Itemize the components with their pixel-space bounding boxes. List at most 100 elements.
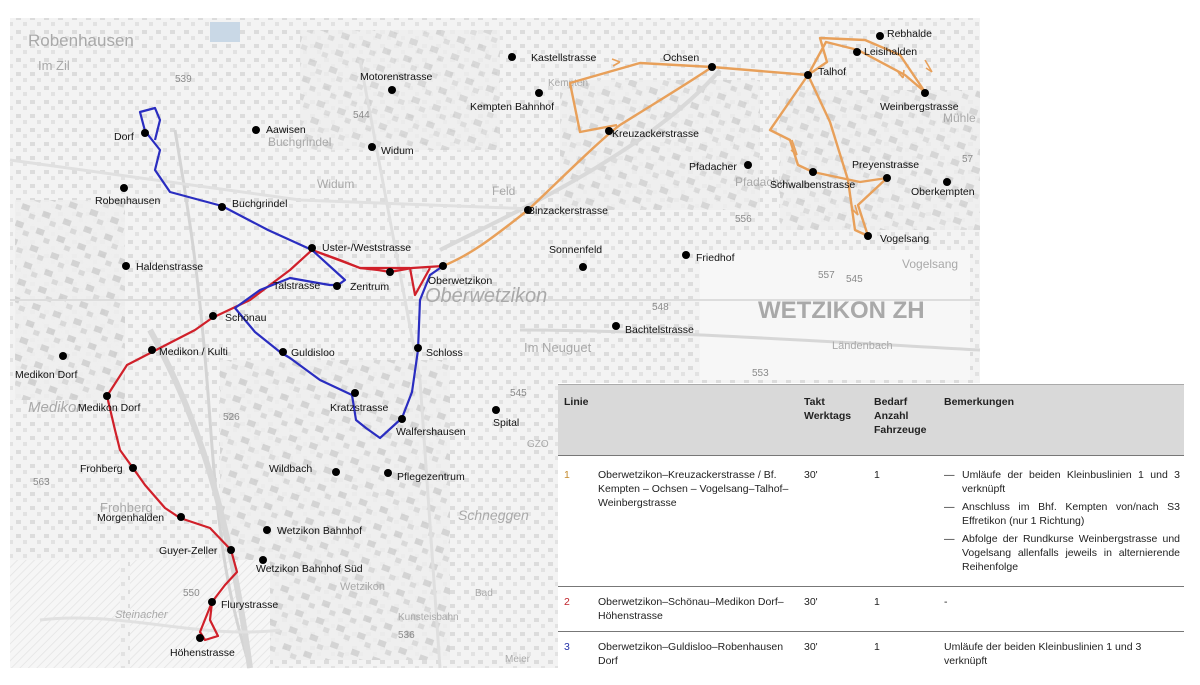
place-label: Wetzikon xyxy=(340,581,385,593)
elevation-label: 548 xyxy=(652,302,669,313)
elevation-label: 545 xyxy=(510,388,527,399)
place-label: Meier xyxy=(505,654,531,665)
stop-label: Robenhausen xyxy=(95,195,161,207)
stop-dot xyxy=(208,598,216,606)
header-bemerkungen: Bemerkungen xyxy=(938,385,1184,456)
stop-label: Pfadacher xyxy=(689,161,737,173)
stop-dot xyxy=(612,322,620,330)
stop-label: Bachtelstrasse xyxy=(625,324,694,336)
stop-label: Medikon / Kulti xyxy=(159,346,228,358)
stop-dot xyxy=(308,244,316,252)
stop-label: Oberkempten xyxy=(911,186,975,198)
line-number: 1 xyxy=(558,455,592,587)
stop-label: Dorf xyxy=(114,131,134,143)
stop-label: Friedhof xyxy=(696,252,735,264)
header-takt: Takt Werktags xyxy=(798,385,868,456)
stop-label: Talstrasse xyxy=(273,280,320,292)
stop-dot xyxy=(129,464,137,472)
remark-item: — Abfolge der Rundkurse Weinbergstrasse … xyxy=(944,532,1180,574)
place-label: Frohberg xyxy=(100,500,153,515)
stop-label: Wildbach xyxy=(269,463,312,475)
stop-label: Zentrum xyxy=(350,281,389,293)
stop-dot xyxy=(809,168,817,176)
stop-label: Flurystrasse xyxy=(221,599,278,611)
place-label: Schneggen xyxy=(458,507,529,523)
stop-dot xyxy=(384,469,392,477)
bus-line-3 xyxy=(138,106,444,440)
stop-label: Binzackerstrasse xyxy=(528,205,608,217)
place-label: Ländenbach xyxy=(832,340,893,352)
stop-label: Walfershausen xyxy=(396,426,466,438)
stop-label: Weinbergstrasse xyxy=(880,101,959,113)
place-label: Pfadacher xyxy=(735,175,790,189)
header-bedarf: Bedarf Anzahl Fahrzeuge xyxy=(868,385,938,456)
place-label: Robenhausen xyxy=(28,31,134,50)
stop-labels: Kastellstrasse Motorenstrasse Ochsen Reb… xyxy=(15,28,975,659)
bus-line-2 xyxy=(105,248,444,642)
remark-text: Anschluss im Bhf. Kempten von/nach S3 Ef… xyxy=(962,501,1180,527)
stop-dot xyxy=(59,352,67,360)
stop-label: Schwalbenstrasse xyxy=(770,179,855,191)
stop-dot xyxy=(122,262,130,270)
stop-label: Guyer-Zeller xyxy=(159,545,218,557)
remark-dash: — xyxy=(944,469,955,481)
elevation-label: 536 xyxy=(398,630,415,641)
stop-dot xyxy=(744,161,752,169)
place-label: GZO xyxy=(527,439,549,450)
place-label: WETZIKON ZH xyxy=(758,297,925,324)
stop-label: Sonnenfeld xyxy=(549,244,602,256)
stop-label: Oberwetzikon xyxy=(428,275,492,287)
stop-dot xyxy=(414,344,422,352)
stop-dot xyxy=(921,89,929,97)
place-label: Widum xyxy=(317,177,354,191)
stop-dot xyxy=(368,143,376,151)
elevation-label: 550 xyxy=(183,588,200,599)
place-label: Oberwetzikon xyxy=(425,285,547,307)
stop-dot xyxy=(103,392,111,400)
stop-dot xyxy=(804,71,812,79)
elevation-label: 544 xyxy=(353,110,370,121)
stop-label: Wetzikon Bahnhof Süd xyxy=(256,563,363,575)
stop-label: Frohberg xyxy=(80,463,123,475)
line-route: Oberwetzikon–Kreuzackerstrasse / Bf. Kem… xyxy=(592,455,798,587)
stop-dot xyxy=(524,206,532,214)
stop-label: Rebhalde xyxy=(887,28,932,40)
line-takt: 30' xyxy=(798,586,868,632)
elevation-label: 545 xyxy=(846,274,863,285)
table-row: 3 Oberwetzikon–Guldisloo–Robenhausen Dor… xyxy=(558,631,1184,676)
stop-dot xyxy=(605,127,613,135)
line-1-arrows xyxy=(611,58,933,216)
stop-label: Schloss xyxy=(426,347,463,359)
place-label: Buchgrindel xyxy=(268,135,331,149)
bus-stops xyxy=(59,32,951,642)
header-linie: Linie xyxy=(558,385,592,456)
stop-dot xyxy=(227,546,235,554)
stop-dot xyxy=(333,282,341,290)
base-map xyxy=(9,18,981,669)
line-takt: 30' xyxy=(798,455,868,587)
stop-label: Morgenhalden xyxy=(97,512,164,524)
stop-label: Buchgrindel xyxy=(232,198,287,210)
stop-dot xyxy=(876,32,884,40)
stop-label: Medikon Dorf xyxy=(15,369,78,381)
stop-dot xyxy=(682,251,690,259)
stop-label: Aawisen xyxy=(266,124,306,136)
stop-label: Ochsen xyxy=(663,52,699,64)
stop-dot xyxy=(386,268,394,276)
stop-dot xyxy=(439,262,447,270)
table-row: 1 Oberwetzikon–Kreuzackerstrasse / Bf. K… xyxy=(558,455,1184,587)
stop-dot xyxy=(120,184,128,192)
line-bemerkungen: Umläufe der beiden Kleinbuslinien 1 und … xyxy=(938,631,1184,676)
stop-label: Motorenstrasse xyxy=(360,71,433,83)
header-spacer xyxy=(592,385,798,456)
place-label: Vogelsang xyxy=(902,257,958,271)
remark-dash: — xyxy=(944,533,955,545)
place-label: Kunsteisbahn xyxy=(398,612,459,623)
elevation-label: 557 xyxy=(818,270,835,281)
stop-label: Haldenstrasse xyxy=(136,261,203,273)
stop-label: Vogelsang xyxy=(880,233,929,245)
place-label: Kempten xyxy=(548,78,588,89)
stop-label: Medikon Dorf xyxy=(78,402,141,414)
elevation-label: 556 xyxy=(735,214,752,225)
